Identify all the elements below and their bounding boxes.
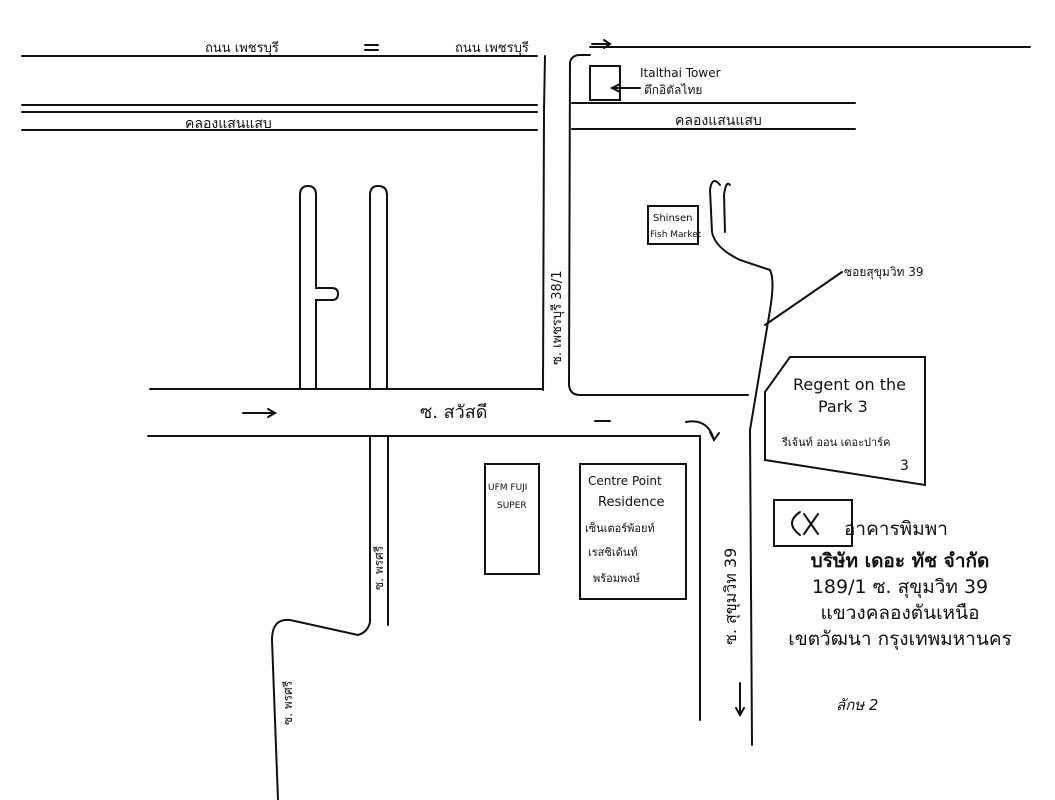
ufm-fuji-box [484, 463, 540, 575]
address-line-1: 189/1 ซ. สุขุมวิท 39 [811, 576, 989, 598]
centre-point-label-5: พร้อมพงษ์ [593, 572, 640, 585]
centre-point-label-1: Centre Point [588, 474, 662, 488]
ufm-label-1: UFM FUJI [488, 483, 527, 493]
centre-point-box [579, 463, 687, 600]
sukhumvit39-callout-label: ซอยสุขุมวิท 39 [844, 265, 924, 280]
canal-label-left: คลองแสนแสบ [185, 116, 272, 132]
italthai-arrowhead [609, 83, 621, 93]
regent-label-4: 3 [900, 458, 909, 474]
shinsen-label-1: Shinsen [653, 213, 693, 224]
east-arrowhead-top [603, 39, 612, 49]
italthai-label-th: ตึกอิตัลไทย [644, 83, 702, 97]
turn-arrowhead [709, 431, 720, 442]
soi-phetchaburi-left-edge [542, 55, 546, 391]
soi-phetchaburi-label: ซ. เพชรบุรี 38/1 [549, 271, 565, 365]
small-soi-2 [369, 184, 388, 390]
centre-point-label-3: เซ็นเตอร์พ้อยท์ [585, 521, 655, 535]
italthai-tower-box [589, 65, 621, 101]
regent-label-1: Regent on the [793, 375, 906, 394]
small-soi-1 [299, 184, 340, 390]
crescent-x-icon [791, 511, 801, 536]
signature: ลักษ 2 [836, 696, 878, 714]
centre-point-label-2: Residence [598, 495, 664, 510]
sawasdee-label: ซ. สวัสดี [420, 402, 487, 423]
company-address-block: บริษัท เดอะ ทัช จำกัด 189/1 ซ. สุขุมวิท … [770, 548, 1030, 652]
legend-building-label: อาคารพิมพา [844, 518, 948, 540]
centre-point-label-4: เรสซิเด้นท์ [588, 546, 638, 559]
prasri-label-upper: ซ. พรศรี [372, 545, 386, 590]
phetchaburi-label-right: ถนน เพชรบุรี [455, 40, 529, 56]
phetchaburi-label-left: ถนน เพชรบุรี [205, 40, 279, 56]
regent-label-2: Park 3 [818, 397, 868, 416]
address-line-3: เขตวัฒนา กรุงเทพมหานคร [788, 628, 1012, 650]
soi-phetchaburi-right-edge [567, 54, 749, 396]
sukhumvit39-top-curve [722, 182, 731, 233]
sukhumvit39-callout-line [764, 271, 843, 326]
sawasdee-arrowhead [267, 408, 278, 418]
prasri-soi-right-edge [270, 435, 371, 800]
south-arrowhead [735, 707, 745, 718]
ufm-label-2: SUPER [497, 501, 527, 511]
sukhumvit39-soi-label: ซ. สุขุมวิท 39 [721, 548, 741, 645]
regent-building-outline [764, 356, 926, 487]
canal-label-right: คลองแสนแสบ [675, 113, 762, 129]
company-name: บริษัท เดอะ ทัช จำกัด [810, 550, 990, 572]
shinsen-box [647, 205, 699, 245]
address-line-2: แขวงคลองตันเหนือ [820, 602, 980, 624]
regent-label-3: รีเจ้นท์ ออน เดอะปาร์ค [781, 436, 891, 449]
prasri-label-lower: ซ. พรศรี [281, 680, 295, 725]
x-mark-stroke-2 [803, 513, 819, 535]
legend-icon-box [773, 499, 853, 547]
shinsen-label-2: Fish Market [650, 230, 702, 240]
sukhumvit39-right-edge [708, 180, 774, 746]
italthai-label-en: Italthai Tower [640, 66, 721, 80]
